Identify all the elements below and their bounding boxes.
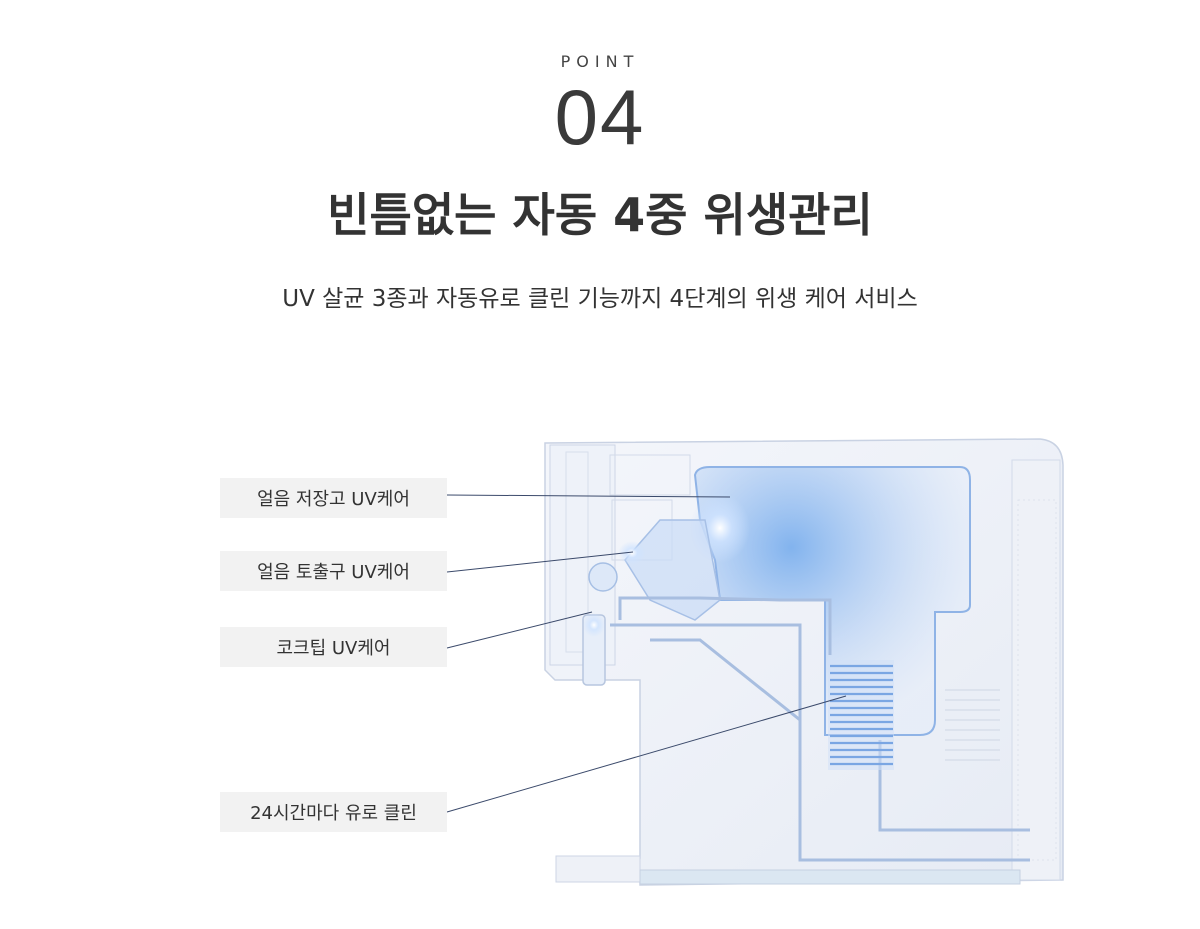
leader-lines: [446, 494, 847, 813]
cock-tip: [582, 613, 606, 686]
leader-line-ice-outlet: [446, 551, 634, 573]
callout-flow-path-clean: 24시간마다 유로 클린: [220, 792, 447, 832]
point-number: 04: [554, 73, 646, 161]
cooling-coil: [828, 660, 894, 770]
side-vents: [945, 689, 1000, 761]
callout-cock-tip-uv: 코크팁 UV케어: [220, 627, 447, 667]
callout-ice-outlet-uv: 얼음 토출구 UV케어: [220, 551, 447, 591]
leader-line-cock-tip: [446, 611, 593, 649]
leader-line-flow-clean: [446, 695, 847, 813]
subline: UV 살균 3종과 자동유로 클린 기능까지 4단계의 위생 케어 서비스: [282, 286, 918, 312]
callout-ice-storage-uv: 얼음 저장고 UV케어: [220, 478, 447, 518]
leader-line-ice-storage: [446, 494, 731, 498]
drip-tray: [555, 855, 1021, 885]
headline: 빈틈없는 자동 4중 위생관리: [327, 188, 873, 242]
ice-outlet-chute: [588, 519, 721, 621]
point-label: POINT: [560, 52, 640, 71]
